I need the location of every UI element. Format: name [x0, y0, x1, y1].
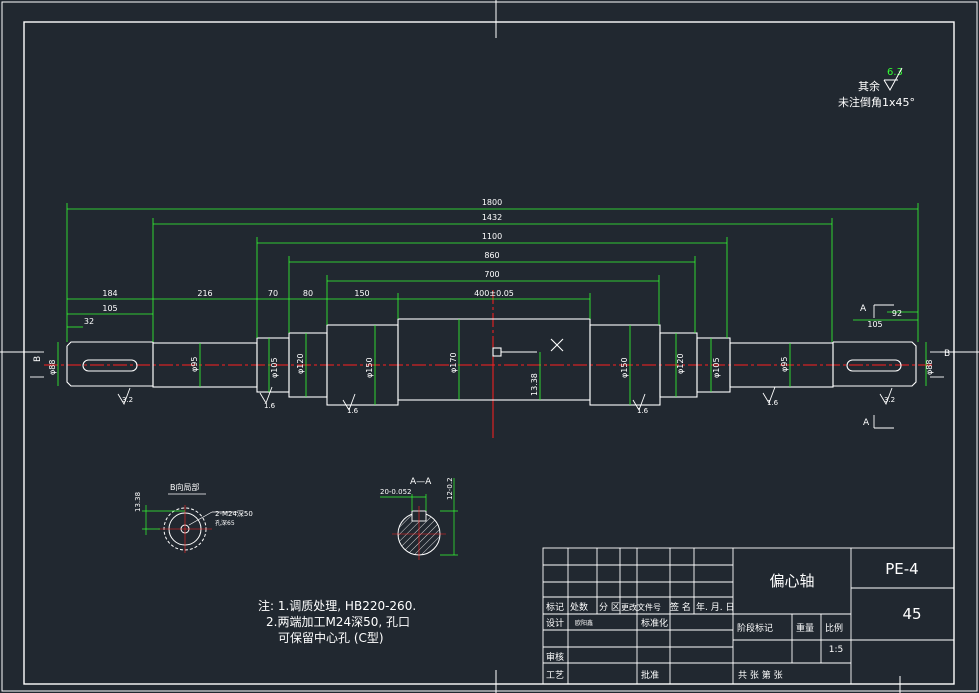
- segment-dim-150: 150: [354, 289, 369, 298]
- svg-text:标准化: 标准化: [641, 617, 668, 629]
- key-dim-left-outer: 105: [102, 304, 117, 313]
- roughness-mark-icon: [762, 386, 776, 405]
- svg-text:标记: 标记: [546, 601, 564, 613]
- detail-b-view: B向局部 13.38 2-M24深50 孔深65: [134, 482, 253, 553]
- diameter-label: φ88: [48, 360, 57, 375]
- part-name: 偏心轴: [769, 572, 814, 590]
- overall-dim-860: 860: [484, 251, 499, 260]
- overall-dim-1800: 1800: [482, 198, 502, 207]
- diameter-labels: φ88 φ95 φ105 φ120 φ150 φ170 φ150 φ120 φ1…: [48, 352, 934, 396]
- drawing-number: PE-4: [885, 560, 918, 578]
- diameter-label: φ105: [270, 357, 279, 378]
- svg-text:年. 月. 日: 年. 月. 日: [696, 601, 734, 613]
- diameter-label: φ105: [712, 357, 721, 378]
- section-a-width: 20-0.052: [380, 488, 411, 496]
- key-dim-left-inner: 32: [84, 317, 94, 326]
- diameter-label: φ95: [780, 357, 789, 372]
- title-block-text: 偏心轴 PE-4 45 1:5 标记 处数 分 区 更改文件号 签 名 年. 月…: [546, 560, 922, 681]
- section-mark-a-top: A: [860, 304, 867, 314]
- segment-dim-216: 216: [197, 289, 212, 298]
- overall-dimension-lines: [66, 203, 919, 342]
- svg-text:3.2: 3.2: [884, 396, 895, 404]
- diameter-leaders: [57, 319, 927, 405]
- svg-text:1.6: 1.6: [767, 399, 779, 407]
- section-a-title: A—A: [410, 477, 432, 487]
- roughness-mark-icon: [342, 393, 356, 412]
- svg-text:处数: 处数: [570, 601, 588, 613]
- roughness-mark-icon: [117, 387, 131, 406]
- segment-dim-70: 70: [268, 289, 278, 298]
- diameter-label: φ88: [925, 360, 934, 375]
- overall-dim-1100: 1100: [482, 232, 502, 241]
- svg-text:1.6: 1.6: [637, 407, 649, 415]
- material: 45: [902, 605, 921, 623]
- section-mark-labels: B B A A: [33, 304, 950, 428]
- overall-dim-1432: 1432: [482, 213, 502, 222]
- title-block: [542, 547, 955, 685]
- segment-dim-400: 400±0.05: [474, 289, 514, 298]
- roughness-mark-icon: [879, 387, 893, 406]
- note-line-3: 可保留中心孔 (C型): [278, 630, 384, 645]
- diameter-label: φ120: [676, 353, 685, 374]
- svg-text:设计: 设计: [546, 617, 564, 629]
- roughness-value: 6.3: [887, 67, 903, 78]
- length-labels: 1800 1432 1100 860 700 184 216 70 80 150…: [84, 198, 902, 329]
- svg-text:1.6: 1.6: [264, 402, 276, 410]
- svg-text:审核: 审核: [546, 651, 564, 663]
- key-dim-right-inner: 92: [892, 309, 902, 318]
- section-mark-b-left: B: [33, 356, 43, 362]
- roughness-mark-icon: [259, 386, 273, 405]
- roughness-mark-icon: [632, 393, 646, 412]
- section-marks: [30, 304, 944, 429]
- detail-b-title: B向局部: [170, 482, 200, 492]
- svg-text:3.2: 3.2: [122, 396, 133, 404]
- svg-text:工艺: 工艺: [546, 670, 564, 681]
- detail-b-dim: 13.38: [134, 492, 142, 512]
- segment-dim-80: 80: [303, 289, 313, 298]
- section-a-view: A—A 20-0.052 12-0.2: [380, 477, 458, 560]
- svg-text:比例: 比例: [825, 622, 843, 634]
- surface-marks: [117, 386, 893, 412]
- svg-text:分 区: 分 区: [599, 602, 620, 613]
- detail-b-thread-sub: 孔深65: [215, 519, 235, 527]
- diameter-label: φ120: [296, 353, 305, 374]
- eccentric-dim: 13.38: [530, 373, 539, 396]
- svg-text:重量: 重量: [796, 622, 814, 634]
- section-a-depth: 12-0.2: [446, 477, 454, 500]
- section-mark-a-bottom: A: [863, 418, 870, 428]
- note-line-1: 注: 1.调质处理, HB220-260.: [258, 598, 416, 613]
- detail-b-thread: 2-M24深50: [215, 509, 253, 518]
- roughness-label: 其余: [858, 79, 880, 93]
- shaft-outline: [66, 318, 917, 406]
- svg-text:1.6: 1.6: [347, 407, 359, 415]
- svg-text:阶段标记: 阶段标记: [737, 622, 773, 634]
- section-mark-b-right: B: [944, 349, 950, 359]
- svg-text:更改文件号: 更改文件号: [621, 602, 661, 612]
- svg-text:签 名: 签 名: [670, 601, 691, 613]
- technical-notes: 注: 1.调质处理, HB220-260. 2.两端加工M24深50, 孔口 可…: [258, 598, 416, 645]
- diameter-label: φ150: [365, 357, 374, 378]
- diameter-label: φ170: [449, 352, 458, 373]
- roughness-note: 6.3 其余 未注倒角1x45°: [838, 67, 915, 109]
- surface-mark-values: 3.2 1.6 1.6 1.6 1.6 3.2: [122, 396, 895, 415]
- svg-text:欧阳鑫: 欧阳鑫: [575, 619, 593, 627]
- segment-dim-184: 184: [102, 289, 117, 298]
- roughness-symbol-icon: [883, 67, 903, 92]
- diameter-label: φ150: [620, 357, 629, 378]
- svg-text:共 张 第 张: 共 张 第 张: [738, 669, 783, 681]
- overall-dim-700: 700: [484, 270, 499, 279]
- svg-text:批准: 批准: [641, 669, 659, 681]
- diameter-label: φ95: [190, 357, 199, 372]
- note-line-2: 2.两端加工M24深50, 孔口: [266, 615, 410, 629]
- key-dim-right-outer: 105: [867, 320, 882, 329]
- centerlines: [44, 290, 935, 438]
- chamfer-note: 未注倒角1x45°: [838, 95, 915, 109]
- scale-value: 1:5: [829, 645, 843, 655]
